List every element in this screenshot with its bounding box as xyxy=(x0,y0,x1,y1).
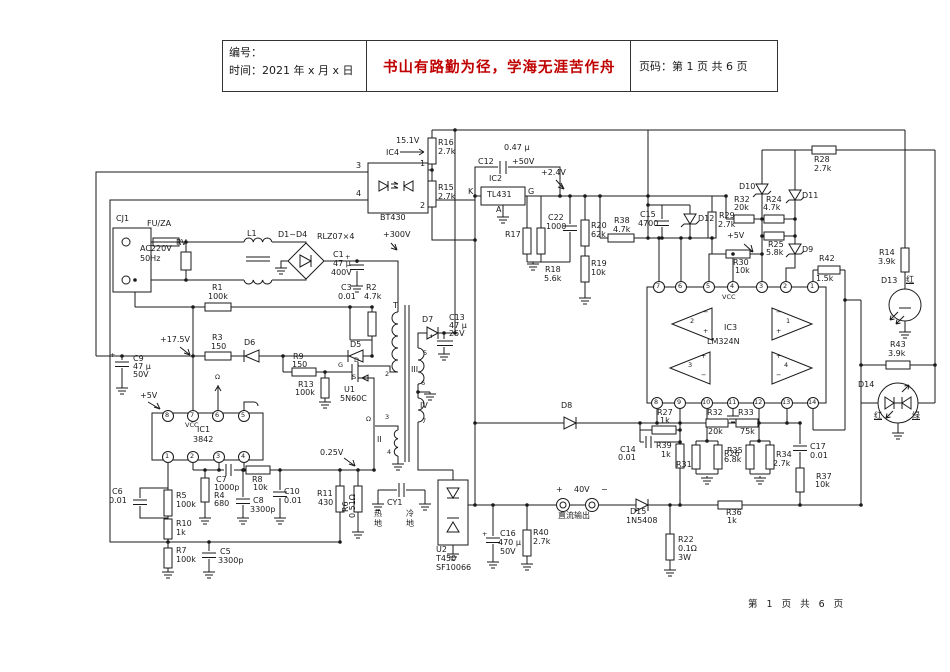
circuit-schematic xyxy=(0,128,937,579)
component-bodies xyxy=(113,138,921,568)
doc-number: 编号： xyxy=(229,46,262,59)
opamp-2 xyxy=(672,308,712,340)
transformer xyxy=(392,305,424,462)
ic3-lm324 xyxy=(647,287,826,403)
doc-date: 时间：2021 年 x 月 x 日 xyxy=(229,64,354,78)
opamp-4 xyxy=(772,352,812,384)
ic2-tl431 xyxy=(481,187,525,205)
motto-text: 书山有路勤为径，学海无涯苦作舟 xyxy=(383,59,616,76)
header-page-cell: 页码：第 1 页 共 6 页 xyxy=(631,41,777,91)
opamp-3 xyxy=(670,352,710,384)
footer-page-number: 第 1 页 共 6 页 xyxy=(748,599,847,610)
diodes xyxy=(245,181,911,532)
cj1-connector xyxy=(113,228,151,292)
header-meta-cell: 编号： 时间：2021 年 x 月 x 日 xyxy=(223,41,367,91)
arrow-heads xyxy=(154,149,753,466)
header-table: 编号： 时间：2021 年 x 月 x 日 书山有路勤为径，学海无涯苦作舟 页码… xyxy=(222,40,778,92)
component-details xyxy=(115,161,911,558)
header-quote-cell: 书山有路勤为径，学海无涯苦作舟 xyxy=(367,41,631,91)
l1-choke xyxy=(244,238,272,284)
junction-dots xyxy=(120,128,937,544)
page-number-label: 页码：第 1 页 共 6 页 xyxy=(639,60,748,73)
varistor-rv xyxy=(181,252,191,270)
opamp-1 xyxy=(772,308,812,340)
